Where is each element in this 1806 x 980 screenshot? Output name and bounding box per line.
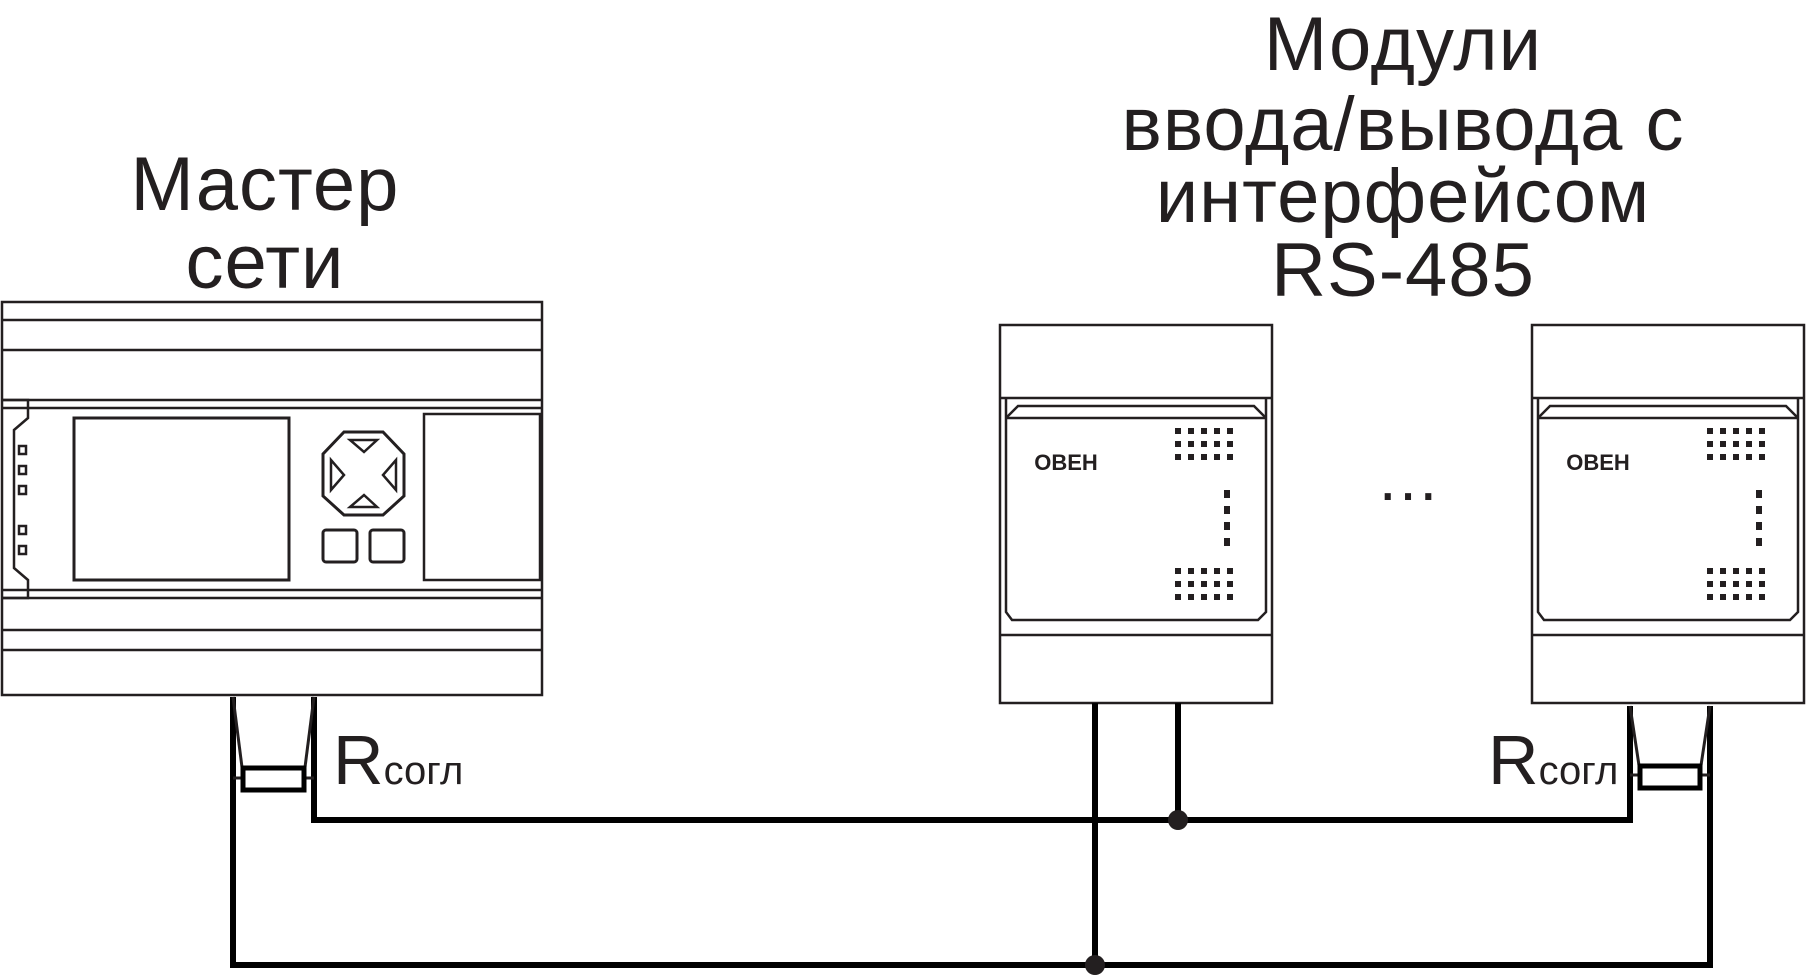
modules-label-line3: интерфейсом (1156, 154, 1651, 239)
master-keypad (321, 430, 406, 564)
master-label-line1: Мастер (131, 142, 400, 227)
modules-label-line4: RS-485 (1271, 228, 1535, 313)
module-brand-logo: ОВЕН (1566, 450, 1630, 475)
io-module-1: ОВЕН (998, 323, 1274, 705)
io-module-2: ОВЕН (1530, 323, 1806, 705)
master-led (17, 444, 28, 456)
rs485-bus (230, 697, 1713, 975)
master-device (0, 300, 544, 697)
master-led (17, 464, 28, 476)
bus-line-b (311, 697, 1633, 823)
master-led (17, 524, 28, 536)
modules-ellipsis: … (1376, 442, 1440, 514)
junction-dot (1085, 955, 1105, 975)
master-led (17, 544, 28, 556)
resistor-label-main: R (333, 721, 384, 799)
resistor-label-sub: согл (384, 749, 464, 793)
modules-label-line2: ввода/вывода с (1121, 82, 1684, 167)
master-right-panel (422, 412, 542, 582)
resistor-label-main: R (1488, 721, 1539, 799)
junction-dot (1168, 810, 1188, 830)
resistor-label-module: Rсогл (1488, 721, 1618, 799)
resistor-label-sub: согл (1539, 749, 1619, 793)
master-display (72, 416, 291, 582)
modules-label-line1: Модули (1264, 2, 1542, 87)
module-brand-logo: ОВЕН (1034, 450, 1098, 475)
bus-line-a (230, 697, 1713, 968)
termination-resistor-master (231, 696, 316, 793)
master-led (17, 484, 28, 496)
termination-resistor-module (1628, 705, 1712, 791)
master-label-line2: сети (185, 220, 344, 305)
resistor-label-master: Rсогл (333, 721, 463, 799)
